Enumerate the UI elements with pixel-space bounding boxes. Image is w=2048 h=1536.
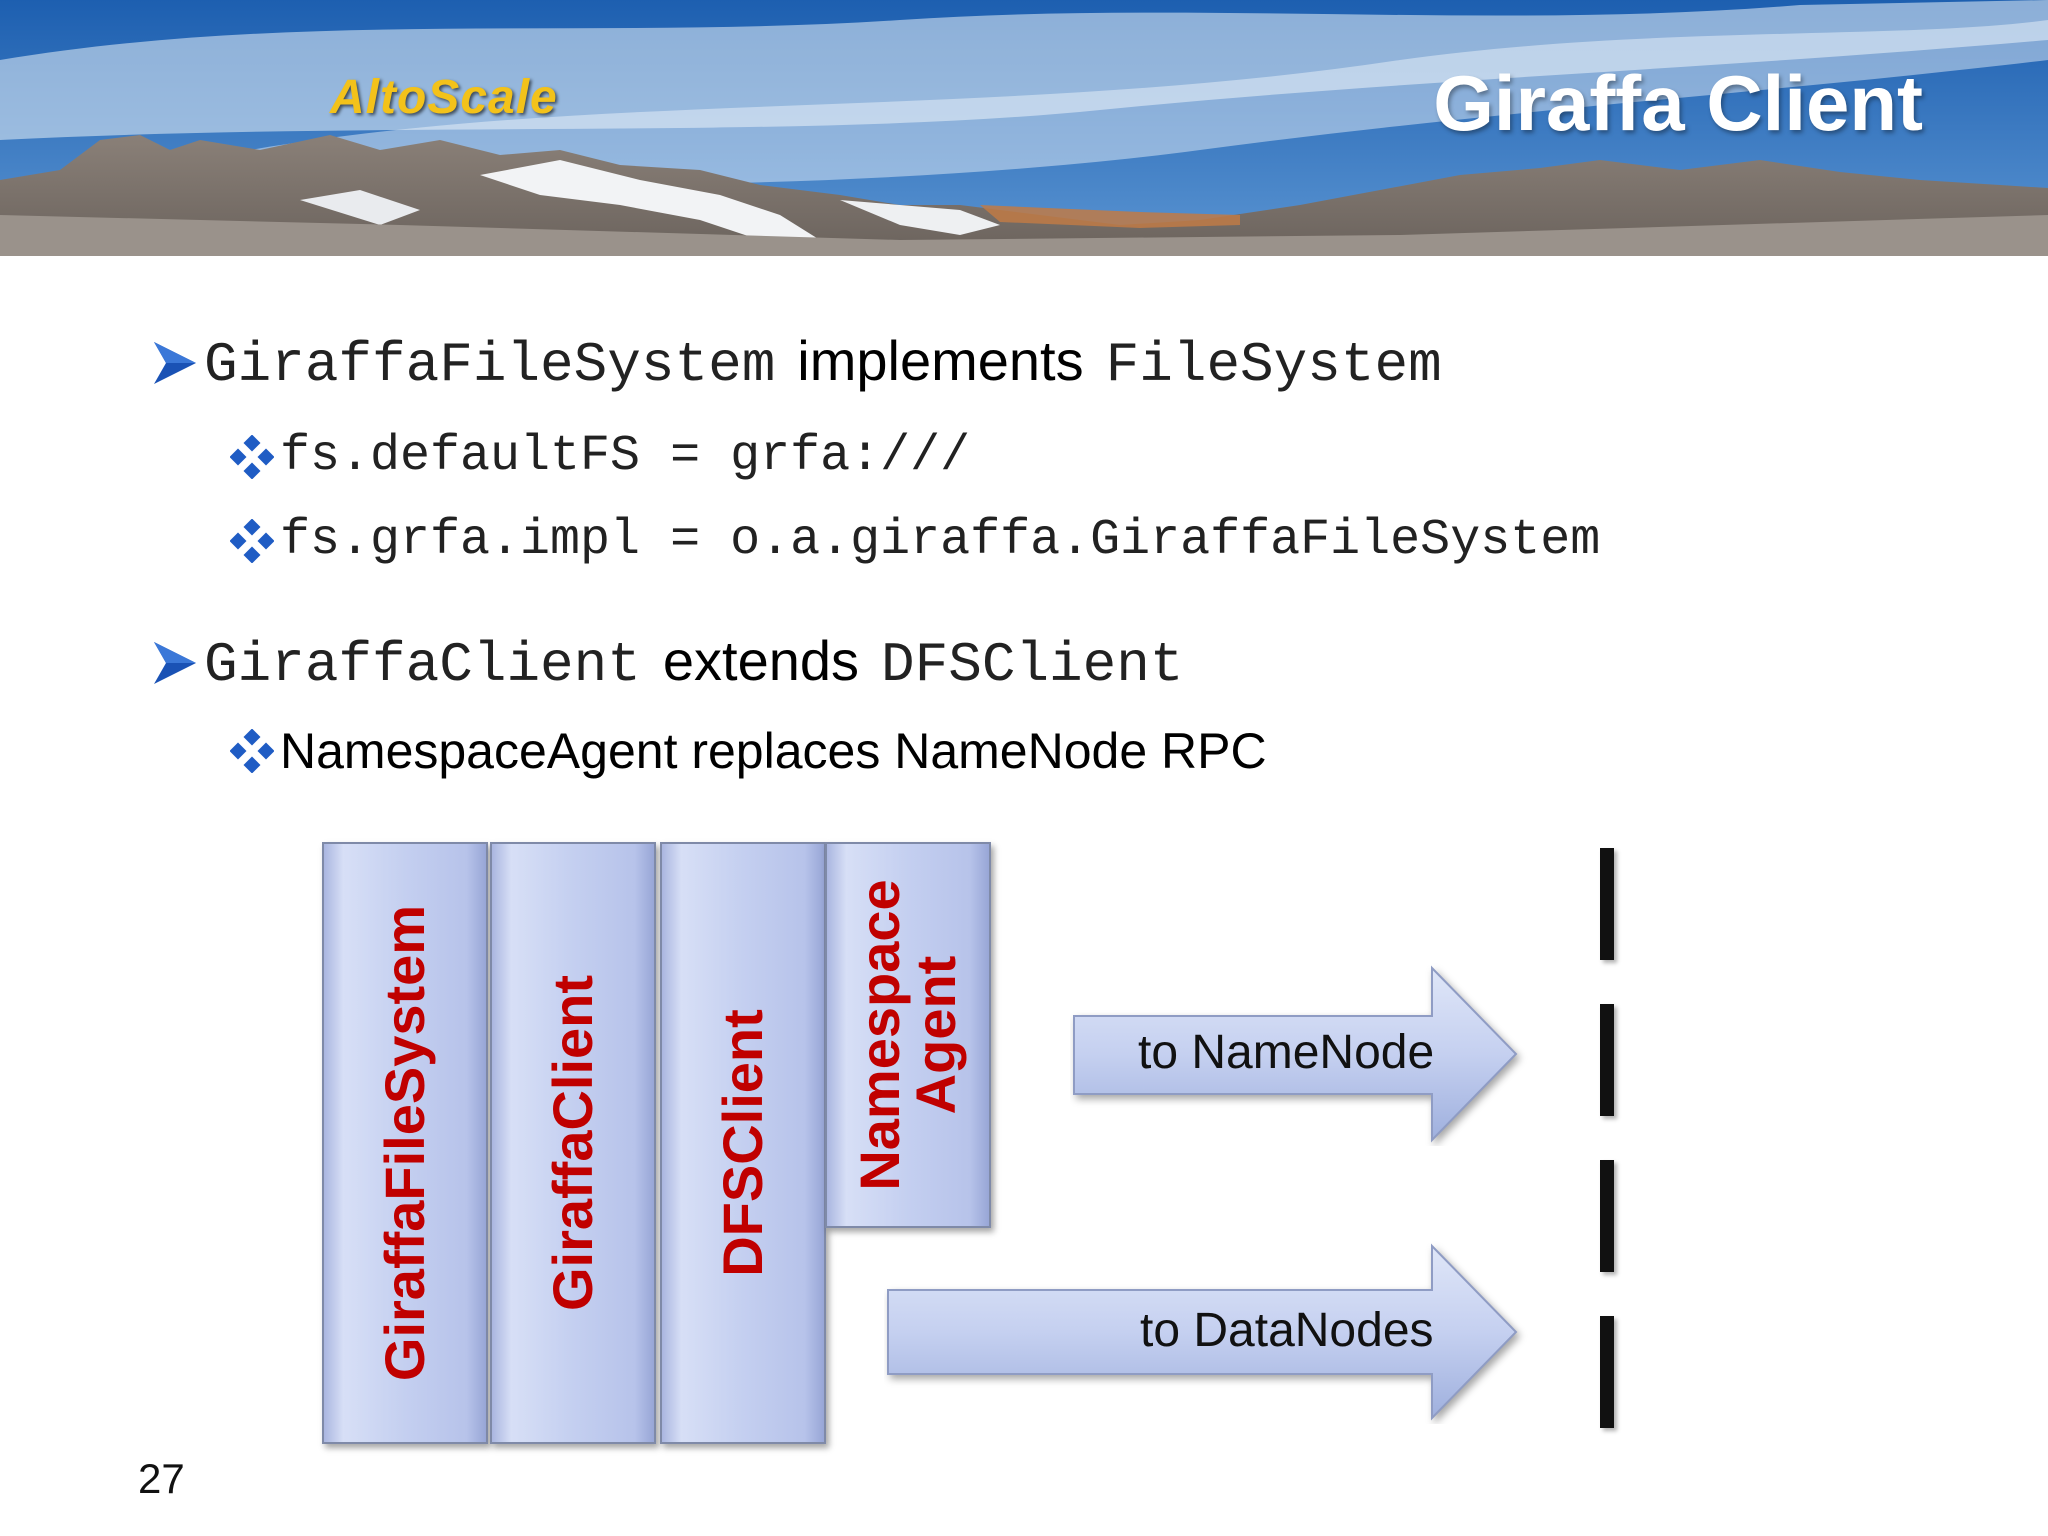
arrow-bullet-icon [154,341,196,384]
layer-label: DFSClient [711,1009,774,1277]
diamond-bullet-icon [230,729,274,773]
header-banner: AltoScale Giraffa Client [0,0,2048,256]
keyword: extends [662,629,860,692]
sub-bullet-grfa-impl: fs.grfa.impl = o.a.giraffa.GiraffaFileSy… [230,512,1600,569]
layer-namespace-agent: Namespace Agent [825,842,991,1228]
diamond-bullet-icon [230,518,274,563]
layer-label: GiraffaClient [541,974,604,1312]
label-line: Agent [904,955,967,1115]
class-name: FileSystem [1105,333,1442,397]
description-text: NamespaceAgent replaces NameNode RPC [280,723,1267,779]
class-name: DFSClient [881,633,1184,697]
layer-label: GiraffaFileSystem [373,904,436,1382]
slide-title: Giraffa Client [1433,59,1923,147]
layer-giraffaclient: GiraffaClient [490,842,656,1444]
class-name: GiraffaFileSystem [204,333,776,397]
page-number: 27 [138,1455,185,1502]
config-line: fs.defaultFS = grfa:/// [280,428,971,485]
boundary-dash [1600,1004,1614,1116]
boundary-dash [1600,1160,1614,1272]
datanodes-arrow [887,1243,1518,1421]
mountain-landscape-image [0,0,2048,256]
boundary-dash [1600,848,1614,960]
sub-bullet-namespaceagent: NamespaceAgent replaces NameNode RPC [230,722,1267,780]
bullet-giraffafilesystem: GiraffaFileSystem implements FileSystem [152,328,1442,397]
label-line: Namespace [848,879,911,1191]
diamond-bullet-icon [230,434,274,479]
namenode-arrow [1073,965,1518,1143]
namenode-arrow-label: to NameNode [1138,1026,1435,1079]
boundary-dash [1600,1316,1614,1428]
datanodes-arrow-label: to DataNodes [1140,1304,1434,1357]
sub-bullet-defaultfs: fs.defaultFS = grfa:/// [230,428,970,485]
arrow-bullet-icon [154,641,196,684]
keyword: implements [797,329,1084,392]
bullet-giraffaclient: GiraffaClient extends DFSClient [152,628,1183,697]
class-name: GiraffaClient [204,633,641,697]
layer-label: Namespace Agent [848,879,967,1191]
layer-dfsclient: DFSClient [660,842,826,1444]
layer-giraffafilesystem: GiraffaFileSystem [322,842,488,1444]
config-line: fs.grfa.impl = o.a.giraffa.GiraffaFileSy… [280,512,1601,569]
company-logo: AltoScale [330,71,558,124]
